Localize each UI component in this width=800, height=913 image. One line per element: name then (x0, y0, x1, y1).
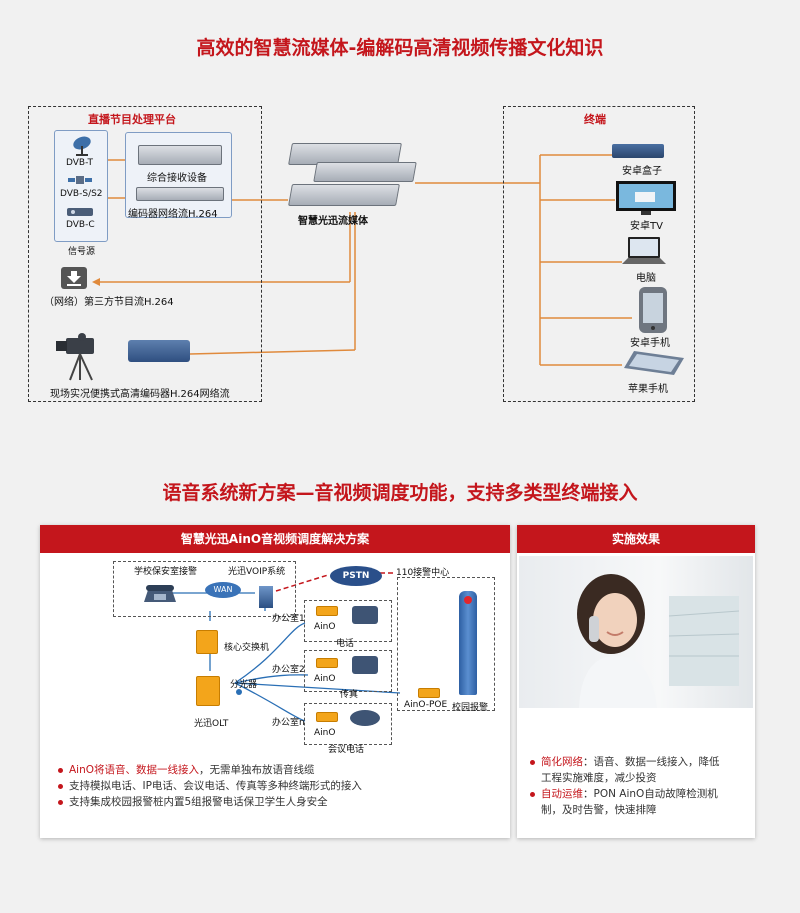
alarm-center-label: 110接警中心 (396, 568, 450, 578)
source-dvb-s: DVB-S/S2 (60, 189, 103, 199)
phone-1-icon (352, 606, 378, 624)
office2-group (304, 650, 392, 692)
aino-n-label: AinO (314, 728, 336, 738)
security-room-label: 学校保安室接警 (134, 567, 198, 577)
left-bullet-3: 支持集成校园报警桩内置5组报警电话保卫学生人身安全 (58, 794, 388, 810)
right-bullet-1-text: ：语音、数据一线接入，降低工程实施难度，减少投资 (541, 756, 720, 784)
receiver-label: 综合接收设备 (147, 173, 207, 184)
campus-alarm-label: 校园报警 (452, 703, 489, 713)
satellite-dish-icon (70, 134, 94, 160)
desk-phone-icon (140, 582, 180, 614)
officen-group (304, 703, 392, 745)
terminal-computer: 电脑 (636, 273, 656, 284)
aino-n-icon (316, 712, 338, 722)
right-bullet-1-highlight: 简化网络 (541, 756, 583, 768)
pstn-cloud: PSTN (330, 566, 382, 586)
office2-label: 办公室2 (272, 665, 305, 675)
signal-source-label: 信号源 (68, 247, 96, 257)
right-bullet-2-text: ：PON AinO自动故障检测机制，及时告警，快速排障 (541, 788, 718, 816)
alarm-pillar-icon (459, 591, 477, 695)
campus-alarm-group (397, 577, 495, 711)
office1-group (304, 600, 392, 642)
signal-source-box (54, 130, 108, 242)
receiver-device (138, 145, 222, 165)
right-bullet-1: 简化网络：语音、数据一线接入，降低工程实施难度，减少投资 (530, 754, 726, 786)
left-bullet-3-text: 支持集成校园报警桩内置5组报警电话保卫学生人身安全 (69, 796, 328, 808)
top-title: 高效的智慧流媒体-编解码高清视频传播文化知识 (196, 37, 604, 59)
voip-server-icon (259, 586, 273, 608)
right-bullet-list: 简化网络：语音、数据一线接入，降低工程实施难度，减少投资 自动运维：PON Ai… (530, 754, 726, 818)
woman-phone-photo (519, 556, 753, 708)
security-room-group (113, 561, 296, 617)
conference-phone-icon (350, 710, 380, 726)
android-phone-icon (636, 286, 670, 338)
source-dvb-c: DVB-C (66, 220, 95, 230)
aino-poe-label: AinO-POE (404, 700, 448, 710)
fax-icon (352, 656, 378, 674)
terminal-box (503, 106, 695, 402)
satellite-icon (68, 172, 92, 191)
fax-label: 传真 (340, 690, 359, 700)
aino-1-icon (316, 606, 338, 616)
aino-2-icon (316, 658, 338, 668)
alarm-light-icon (464, 596, 472, 604)
encoder-device (136, 187, 224, 201)
encoder-label: 编码器网络流H.264 (128, 209, 218, 220)
field-encoder-label: 现场实况便携式高清编码器H.264网络流 (50, 389, 230, 400)
splitter-label: 分光器 (230, 680, 258, 690)
terminal-android-tv: 安卓TV (630, 221, 663, 232)
portable-encoder (128, 340, 190, 362)
bottom-title: 语音系统新方案—音视频调度功能，支持多类型终端接入 (162, 482, 638, 504)
iphone-icon (622, 350, 686, 380)
olt-icon (196, 676, 220, 706)
server-label: 智慧光迅流媒体 (298, 216, 368, 227)
core-switch-label: 核心交换机 (224, 643, 270, 653)
wan-cloud: WAN (205, 582, 241, 598)
left-bullet-2-text: 支持模拟电话、IP电话、会议电话、传真等多种终端形式的接入 (69, 780, 362, 792)
platform-title: 直播节目处理平台 (88, 113, 176, 126)
left-bullet-1-text: ，无需单独布放语音线缆 (199, 764, 315, 776)
download-icon (60, 266, 88, 294)
voip-label: 光迅VOIP系统 (228, 567, 286, 577)
left-bullet-2: 支持模拟电话、IP电话、会议电话、传真等多种终端形式的接入 (58, 778, 388, 794)
aino-2-label: AinO (314, 674, 336, 684)
core-switch-icon (196, 630, 218, 654)
terminal-iphone: 苹果手机 (628, 384, 668, 395)
server-unit-2 (313, 162, 417, 182)
third-party-label: （网络）第三方节目流H.264 (44, 297, 174, 308)
left-bullet-list: AinO将语音、数据一线接入，无需单独布放语音线缆 支持模拟电话、IP电话、会议… (58, 762, 388, 810)
server-unit-3 (288, 184, 400, 206)
right-bullet-2-highlight: 自动运维 (541, 788, 583, 800)
camera-icon (56, 332, 106, 386)
android-box-icon (612, 144, 664, 158)
aino-poe-icon (418, 688, 440, 698)
tv-icon (615, 180, 677, 220)
terminal-android-box: 安卓盒子 (622, 166, 662, 177)
top-connectors (92, 154, 632, 366)
left-bullet-1-highlight: AinO将语音、数据一线接入 (69, 764, 200, 776)
laptop-icon (622, 236, 666, 270)
aino-1-label: AinO (314, 622, 336, 632)
right-bullet-2: 自动运维：PON AinO自动故障检测机制，及时告警，快速排障 (530, 786, 726, 818)
source-dvb-t: DVB-T (66, 158, 94, 168)
left-bullet-1: AinO将语音、数据一线接入，无需单独布放语音线缆 (58, 762, 388, 778)
terminal-title: 终端 (584, 113, 606, 126)
effect-panel-title: 实施效果 (517, 525, 755, 553)
platform-box (28, 106, 262, 402)
conference-phone-label: 会议电话 (328, 745, 365, 755)
officen-label: 办公室n (272, 718, 305, 728)
office1-label: 办公室1 (272, 614, 305, 624)
cable-icon (66, 204, 94, 223)
terminal-android-phone: 安卓手机 (630, 338, 670, 349)
phone-label: 电话 (336, 639, 355, 649)
solution-panel-title: 智慧光迅AinO音视频调度解决方案 (40, 525, 510, 553)
olt-label: 光迅OLT (194, 719, 229, 729)
splitter-node (236, 689, 242, 695)
